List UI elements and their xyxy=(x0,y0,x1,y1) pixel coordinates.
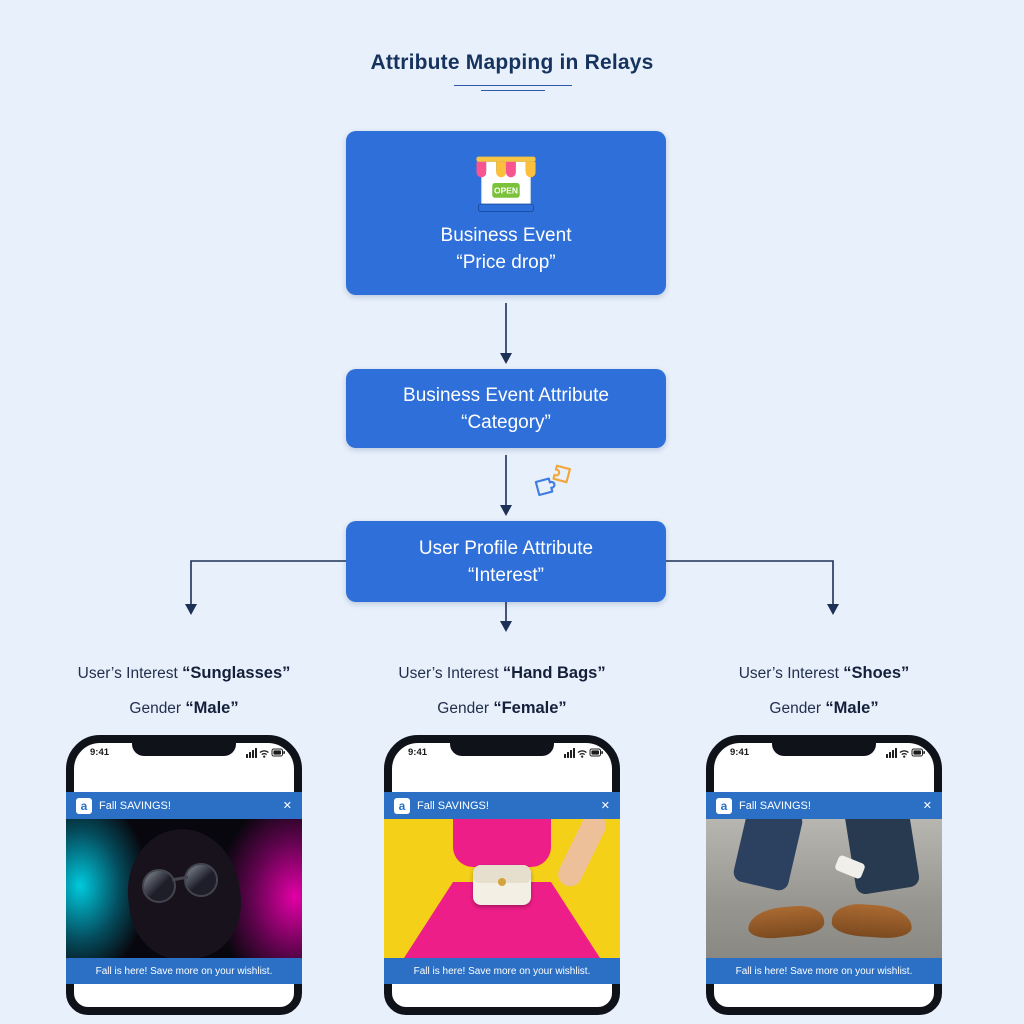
business-event-line1: Business Event xyxy=(440,225,572,246)
title-underline-short xyxy=(481,90,545,91)
notification-banner: a Fall SAVINGS! ✕ xyxy=(384,792,620,819)
phone-notch xyxy=(772,735,876,756)
ad-footer-text: Fall is here! Save more on your wishlist… xyxy=(706,958,942,984)
handbag-flap xyxy=(473,865,531,883)
business-event-line2: “Price drop” xyxy=(456,252,556,273)
sunglasses-lens-left xyxy=(142,869,176,903)
signal-wifi-battery-icons xyxy=(886,747,926,758)
branch2-interest-line: User’s Interest “Hand Bags” xyxy=(332,664,672,683)
phone-notch xyxy=(132,735,236,756)
interest-value: “Hand Bags” xyxy=(502,664,606,682)
interest-value: “Sunglasses” xyxy=(182,664,291,682)
app-logo: a xyxy=(76,797,92,814)
branch1-interest-line: User’s Interest “Sunglasses” xyxy=(14,664,354,683)
store-open-sign: OPEN xyxy=(494,186,518,196)
gender-value: “Male” xyxy=(825,699,879,717)
status-time: 9:41 xyxy=(408,747,428,758)
app-logo: a xyxy=(716,797,732,814)
phone-statusbar: 9:41 xyxy=(90,747,286,758)
business-event-attribute-line1: Business Event Attribute xyxy=(403,384,609,406)
business-event-attribute-line2: “Category” xyxy=(461,411,551,433)
phone-statusbar: 9:41 xyxy=(408,747,604,758)
user-profile-attribute-line2: “Interest” xyxy=(467,564,545,586)
gender-value: “Female” xyxy=(493,699,567,717)
branch2-gender-line: Gender “Female” xyxy=(332,699,672,718)
push-notification: a Fall SAVINGS! ✕ Fall is here! Save mor… xyxy=(706,792,942,984)
interest-label: User’s Interest xyxy=(398,665,499,682)
store-icon: OPEN xyxy=(476,156,536,213)
banner-title: Fall SAVINGS! xyxy=(99,799,171,812)
page-title: Attribute Mapping in Relays xyxy=(370,51,654,74)
gender-label: Gender xyxy=(437,700,489,717)
pink-dress-top xyxy=(453,819,551,867)
puzzle-icon xyxy=(527,459,585,512)
signal-wifi-battery-icons xyxy=(246,747,286,758)
interest-label: User’s Interest xyxy=(77,665,178,682)
gender-label: Gender xyxy=(769,700,822,717)
close-icon[interactable]: ✕ xyxy=(282,800,292,812)
close-icon[interactable]: ✕ xyxy=(922,800,932,812)
white-handbag xyxy=(473,865,531,905)
banner-title: Fall SAVINGS! xyxy=(739,799,811,812)
user-profile-attribute-line1: User Profile Attribute xyxy=(418,537,594,559)
business-event-attribute-box: Business Event Attribute “Category” xyxy=(346,369,666,448)
interest-label: User’s Interest xyxy=(738,665,839,682)
phone-mockup-handbags: 9:41 a Fall SAVINGS! xyxy=(384,735,620,1015)
brown-shoe-left xyxy=(746,903,826,941)
business-event-box: OPEN Business Event “Price drop” xyxy=(346,131,666,295)
branch3-gender-line: Gender “Male” xyxy=(654,699,994,718)
handbag-clasp xyxy=(498,878,506,886)
close-icon[interactable]: ✕ xyxy=(600,800,610,812)
title-underline xyxy=(454,85,572,86)
status-time: 9:41 xyxy=(90,747,110,758)
arm-graphic xyxy=(554,819,610,891)
pant-leg-right xyxy=(843,819,921,896)
ad-footer-text: Fall is here! Save more on your wishlist… xyxy=(66,958,302,984)
status-time: 9:41 xyxy=(730,747,750,758)
ad-image-shoes xyxy=(706,819,942,958)
push-notification: a Fall SAVINGS! ✕ Fall is here! Save mor… xyxy=(384,792,620,984)
gender-value: “Male” xyxy=(185,699,239,717)
branch1-gender-line: Gender “Male” xyxy=(14,699,354,718)
branch3-interest-line: User’s Interest “Shoes” xyxy=(654,664,994,683)
phone-notch xyxy=(450,735,554,756)
phone-statusbar: 9:41 xyxy=(730,747,926,758)
user-profile-attribute-box: User Profile Attribute “Interest” xyxy=(346,521,666,602)
push-notification: a Fall SAVINGS! ✕ Fall is here! Save mor… xyxy=(66,792,302,984)
app-logo: a xyxy=(394,797,410,814)
notification-banner: a Fall SAVINGS! ✕ xyxy=(66,792,302,819)
signal-wifi-battery-icons xyxy=(564,747,604,758)
phone-mockup-shoes: 9:41 a Fall SAVINGS! xyxy=(706,735,942,1015)
notification-banner: a Fall SAVINGS! ✕ xyxy=(706,792,942,819)
ad-image-handbags xyxy=(384,819,620,958)
head-silhouette xyxy=(120,822,248,958)
brown-shoe-right xyxy=(830,902,914,940)
interest-value: “Shoes” xyxy=(843,664,910,682)
pant-leg-left xyxy=(731,819,805,893)
phone-mockup-sunglasses: 9:41 a Fall SAVINGS! xyxy=(66,735,302,1015)
gender-label: Gender xyxy=(129,700,182,717)
ad-image-sunglasses xyxy=(66,819,302,958)
banner-title: Fall SAVINGS! xyxy=(417,799,489,812)
ad-footer-text: Fall is here! Save more on your wishlist… xyxy=(384,958,620,984)
